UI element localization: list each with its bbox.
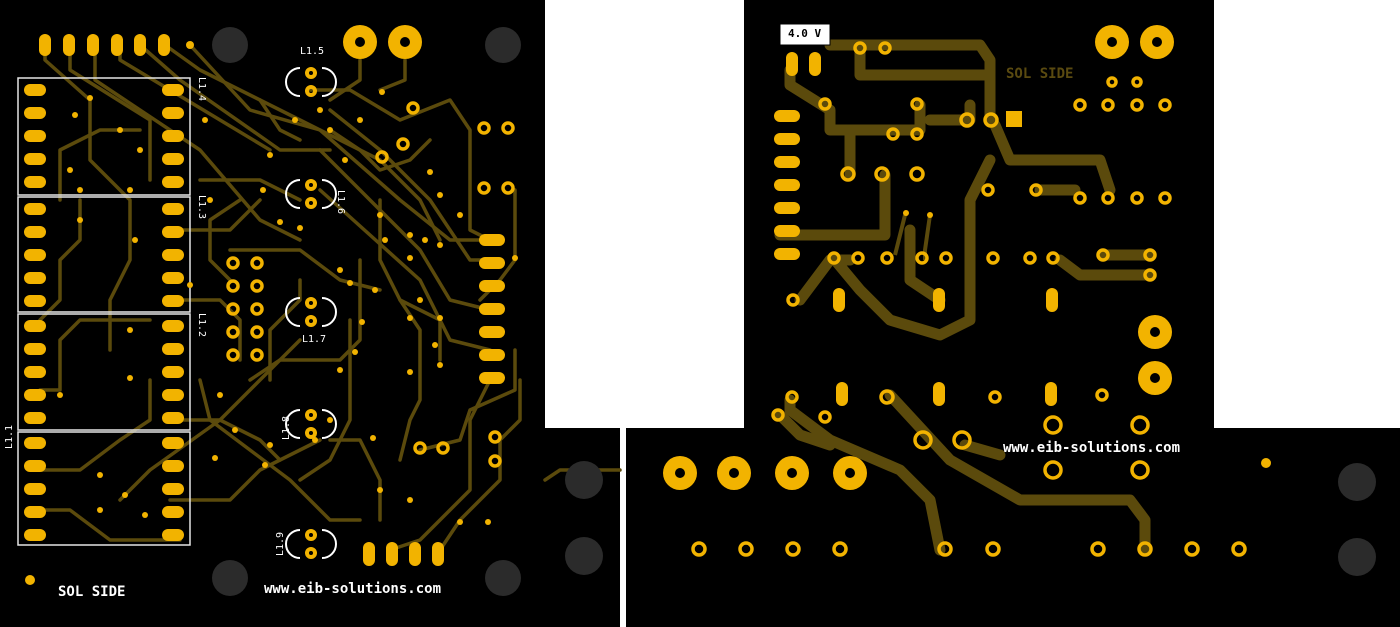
left-big-pads [343, 25, 422, 59]
led-label-l1-5: L1.5 [300, 46, 325, 57]
ic-label-l1-3: L1.3 [196, 195, 207, 220]
left-led-footprints [285, 67, 337, 559]
left-bottom-header-pads [25, 542, 444, 585]
ic-label-l1-4: L1.4 [196, 77, 207, 102]
right-url-label: www.eib-solutions.com [1003, 440, 1181, 456]
left-board-header-pads [39, 34, 194, 56]
right-board-thin-traces [893, 214, 932, 260]
left-board-traces [38, 43, 622, 552]
led-label-l1-6: L1.6 [335, 190, 346, 215]
version-label: 4.0 V [788, 27, 822, 40]
right-connector-pads [774, 52, 1058, 406]
left-vias [57, 89, 518, 525]
right-big-pads [663, 25, 1174, 490]
right-board-mounting-holes [1338, 463, 1376, 576]
left-mid-connector-pads [226, 256, 264, 362]
ic-label-l1-1: L1.1 [4, 424, 15, 449]
led-label-l1-7: L1.7 [302, 334, 327, 345]
left-silk-side-label: SOL SIDE [58, 584, 126, 600]
left-edge-connector-pads [479, 234, 505, 384]
right-round-pads [691, 41, 1247, 557]
led-label-l1-8: L1.8 [281, 415, 292, 440]
ic-label-l1-2: L1.2 [196, 313, 207, 338]
right-silk-side-label: SOL SIDE [1006, 66, 1074, 82]
left-ic-outlines [17, 77, 191, 546]
left-small-pads [375, 101, 515, 468]
version-label-box [779, 23, 831, 46]
left-ic-pads [24, 84, 184, 541]
right-board-thick-traces [774, 39, 1156, 556]
right-board-lower-extension [626, 428, 1400, 627]
right-vias [903, 210, 1271, 468]
left-board-mounting-holes [212, 27, 603, 596]
left-url-label: www.eib-solutions.com [264, 581, 442, 597]
led-label-l1-9: L1.9 [275, 531, 286, 556]
